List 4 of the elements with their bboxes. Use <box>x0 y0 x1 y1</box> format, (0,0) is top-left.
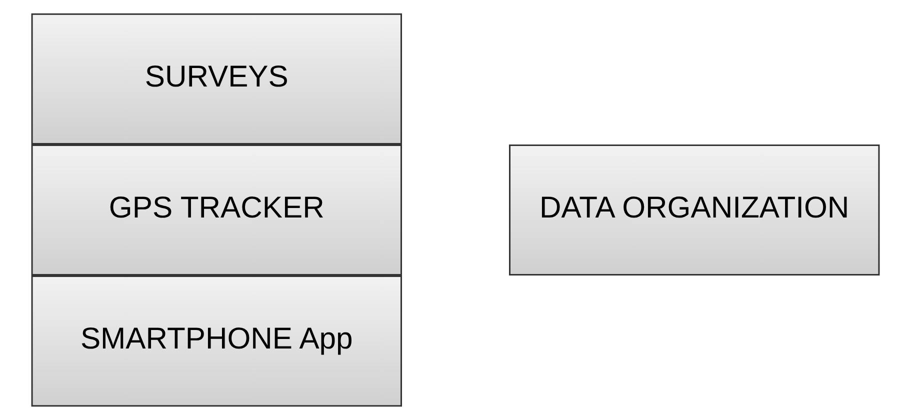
node-box: SURVEYS <box>30 13 402 144</box>
node-box: SMARTPHONE App <box>30 276 402 407</box>
node-box: DATA ORGANIZATION <box>508 144 880 276</box>
node-box: GPS TRACKER <box>30 144 402 276</box>
